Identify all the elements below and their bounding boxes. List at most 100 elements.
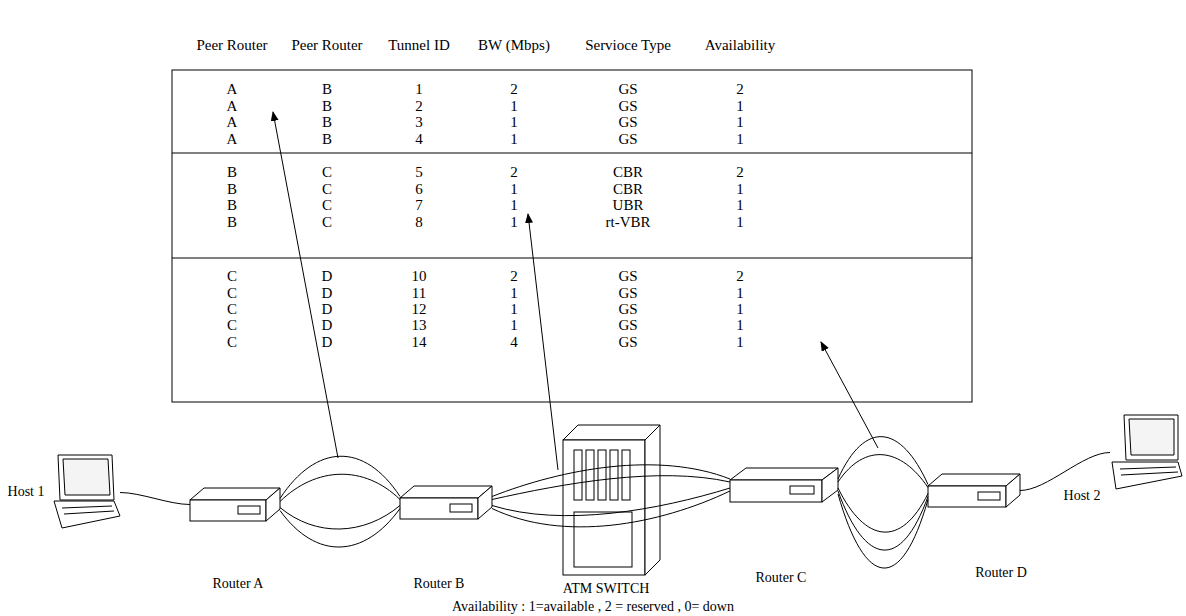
table-cell: B [227, 214, 237, 231]
table-cell: 11 [412, 285, 426, 302]
table-cell: 1 [736, 214, 744, 231]
table-cell: GS [618, 285, 637, 302]
table-cell: C [322, 214, 332, 231]
table-cell: 8 [415, 214, 423, 231]
table-cell: 3 [415, 114, 423, 131]
table-cell: 1 [415, 81, 423, 98]
table-cell: 2 [736, 268, 744, 285]
table-cell: GS [618, 114, 637, 131]
table-cell: GS [618, 131, 637, 148]
table-cell: 1 [736, 285, 744, 302]
table-cell: B [322, 81, 332, 98]
table-cell: C [227, 285, 237, 302]
table-cell: GS [618, 301, 637, 318]
device-node: Host 2 [1110, 415, 1182, 490]
device-label: Host 1 [8, 484, 45, 500]
tunnel-line [280, 456, 400, 498]
tunnel-line [280, 509, 400, 548]
column-header: Availability [705, 37, 776, 54]
device-node: Router B [400, 486, 492, 519]
tunnel-line [838, 494, 928, 568]
tunnel-table [172, 70, 972, 402]
tunnel-line [838, 488, 928, 532]
table-cell: C [227, 334, 237, 351]
device-node: Host 1 [50, 455, 120, 530]
router-icon [190, 488, 280, 521]
table-cell: 1 [510, 214, 518, 231]
table-cell: CBR [613, 164, 643, 181]
table-cell: B [322, 131, 332, 148]
table-cell: 12 [412, 301, 427, 318]
device-label: Router D [975, 565, 1027, 581]
table-cell: 2 [510, 81, 518, 98]
table-cell: 2 [510, 268, 518, 285]
table-cell: C [322, 164, 332, 181]
table-cell: 5 [415, 164, 423, 181]
tunnel-line [838, 437, 928, 485]
table-cell: 14 [412, 334, 427, 351]
table-cell: C [227, 268, 237, 285]
table-cell: D [322, 285, 333, 302]
table-cell: GS [618, 268, 637, 285]
table-cell: 1 [510, 317, 518, 334]
table-cell: D [322, 301, 333, 318]
table-cell: B [227, 181, 237, 198]
table-cell: CBR [613, 181, 643, 198]
table-cell: 2 [510, 164, 518, 181]
table-cell: 2 [736, 164, 744, 181]
column-header: BW (Mbps) [478, 37, 550, 54]
table-cell: B [322, 114, 332, 131]
table-cell: 1 [736, 114, 744, 131]
table-cell: C [227, 301, 237, 318]
table-cell: A [227, 131, 238, 148]
device-label: Host 2 [1064, 488, 1101, 504]
table-cell: UBR [613, 197, 644, 214]
table-cell: 4 [415, 131, 423, 148]
atm-switch-icon [563, 425, 660, 575]
table-cell: 2 [736, 81, 744, 98]
column-header: Servioce Type [585, 37, 671, 54]
router-icon [400, 486, 492, 519]
table-cell: 6 [415, 181, 423, 198]
table-cell: 1 [510, 301, 518, 318]
table-cell: C [322, 181, 332, 198]
device-node: Router A [190, 488, 280, 521]
table-cell: D [322, 317, 333, 334]
table-cell: GS [618, 317, 637, 334]
laptop-icon [54, 455, 120, 528]
tunnel-line [492, 491, 730, 527]
tunnel-line [838, 491, 928, 550]
table-cell: 1 [510, 197, 518, 214]
router-icon [928, 474, 1020, 507]
table-cell: 4 [510, 334, 518, 351]
table-cell: GS [618, 98, 637, 115]
tunnel-line [492, 488, 730, 516]
device-node: ATM SWITCH [563, 425, 660, 575]
table-cell: 7 [415, 197, 423, 214]
router-icon [730, 468, 838, 502]
device-label: Router B [414, 576, 465, 592]
table-cell: B [227, 164, 237, 181]
table-cell: 1 [736, 98, 744, 115]
device-label: Router C [756, 570, 807, 586]
table-cell: 1 [736, 301, 744, 318]
column-header: Peer Router [196, 37, 267, 54]
table-cell: 1 [510, 98, 518, 115]
link-line [120, 493, 190, 505]
table-cell: rt-VBR [606, 214, 651, 231]
column-header: Tunnel ID [388, 37, 450, 54]
tunnel-line [280, 474, 400, 501]
table-cell: 13 [412, 317, 427, 334]
table-cell: B [227, 197, 237, 214]
table-cell: 2 [415, 98, 423, 115]
table-cell: C [322, 197, 332, 214]
table-cell: 1 [736, 131, 744, 148]
table-cell: 1 [736, 181, 744, 198]
column-header: Peer Router [291, 37, 362, 54]
table-cell: GS [618, 334, 637, 351]
table-cell: A [227, 81, 238, 98]
